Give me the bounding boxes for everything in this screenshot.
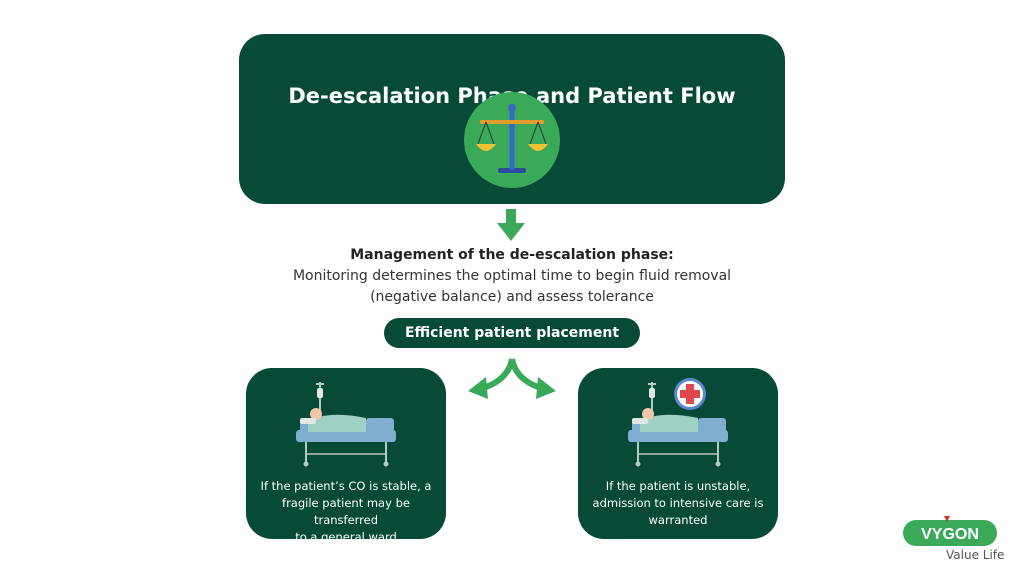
patient-bed-icon [296, 382, 396, 467]
unstable-text-line-2: admission to intensive care is [592, 496, 764, 510]
placement-pill: Efficient patient placement [384, 318, 640, 348]
stable-text-line-1: If the patient’s CO is stable, a [260, 479, 432, 493]
logo-tagline: Value Life [946, 548, 1005, 562]
patient-bed-icon [628, 378, 728, 467]
unstable-patient-text: If the patient is unstable, admission to… [588, 478, 768, 529]
management-text-line-1: Monitoring determines the optimal time t… [292, 268, 732, 284]
split-arrows-icon [468, 358, 556, 399]
logo-brand: VYGON [921, 526, 979, 543]
down-arrow-icon [497, 209, 525, 241]
balance-scale-badge [464, 92, 560, 188]
medical-cross-icon [674, 378, 706, 410]
management-heading: Management of the de-escalation phase: [350, 247, 674, 263]
balance-scale-icon [476, 104, 548, 173]
vygon-logo: VYGON [903, 516, 997, 546]
stable-text-line-2: fragile patient may be transferred [282, 496, 410, 527]
stable-patient-text: If the patient’s CO is stable, a fragile… [256, 478, 436, 546]
stable-patient-card: If the patient’s CO is stable, a fragile… [246, 368, 446, 544]
management-text-line-2: (negative balance) and assess tolerance [370, 289, 654, 305]
unstable-text-line-1: If the patient is unstable, [605, 479, 751, 493]
unstable-patient-card: If the patient is unstable, admission to… [578, 368, 778, 539]
unstable-text-line-3: warranted [648, 513, 708, 527]
stable-text-line-3: to a general ward [295, 530, 397, 544]
